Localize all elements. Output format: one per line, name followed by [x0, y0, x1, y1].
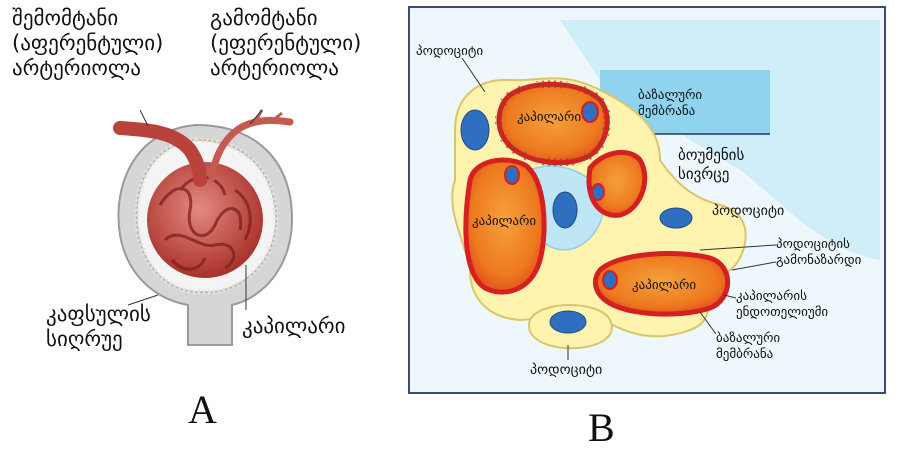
capsule-space-label: კაფსულის სიღრუე	[46, 302, 151, 352]
panel-b-frame	[408, 6, 886, 394]
panel-a-letter: A	[188, 386, 217, 433]
efferent-arteriole-label: გამომტანი (ეფერენტული) არტერიოლა	[210, 6, 361, 80]
panel-b-letter: B	[588, 404, 615, 451]
capillary-label-a: კაპილარი	[242, 314, 346, 339]
afferent-arteriole-label: შემომტანი (აფერენტული) არტერიოლა	[12, 6, 163, 80]
